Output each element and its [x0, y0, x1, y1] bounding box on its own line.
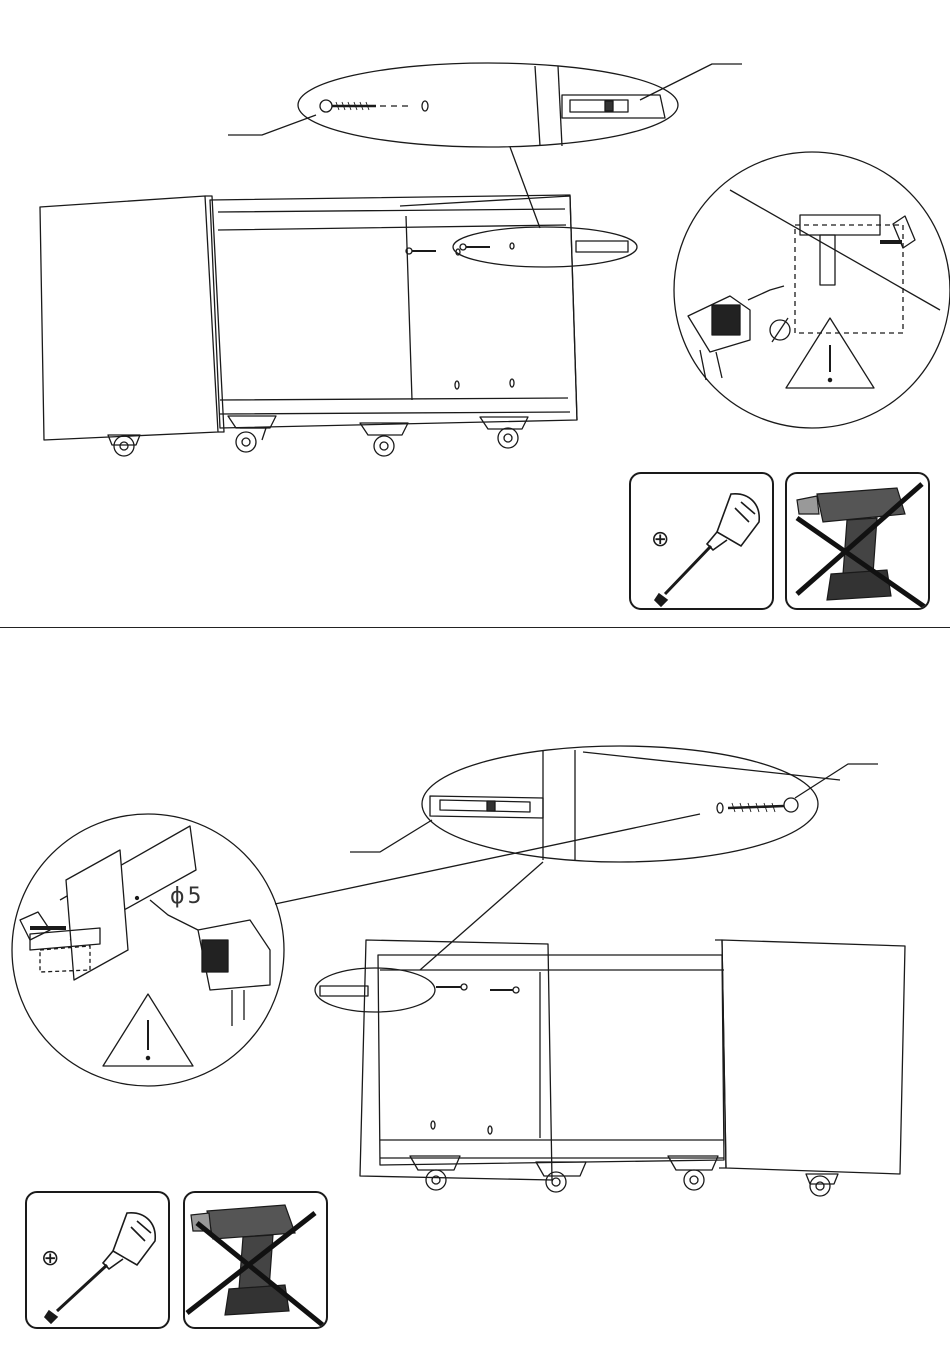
warning-triangle-icon: [103, 994, 193, 1066]
phillips-screwdriver-icon: [45, 1213, 155, 1323]
drill-diameter-label: ϕ5: [170, 884, 205, 909]
cabinet-body: [360, 940, 552, 1180]
forbidden-tool-box-bottom: [183, 1191, 328, 1329]
caster-icon: [806, 1174, 838, 1196]
caster-icon: [536, 1162, 586, 1192]
drill-icon: [150, 900, 270, 1026]
allowed-tool-box-bottom: ⊕: [25, 1191, 170, 1329]
right-door-panel: [722, 940, 905, 1174]
screw-icon: [436, 984, 467, 990]
screw-icon: [728, 798, 798, 812]
caster-icon: [410, 1156, 460, 1190]
bit-symbol: ⊕: [41, 1246, 59, 1271]
detail-bubble-bottom: [422, 746, 818, 862]
detail-ellipse-small: [315, 968, 435, 1012]
screw-icon: [490, 987, 519, 993]
